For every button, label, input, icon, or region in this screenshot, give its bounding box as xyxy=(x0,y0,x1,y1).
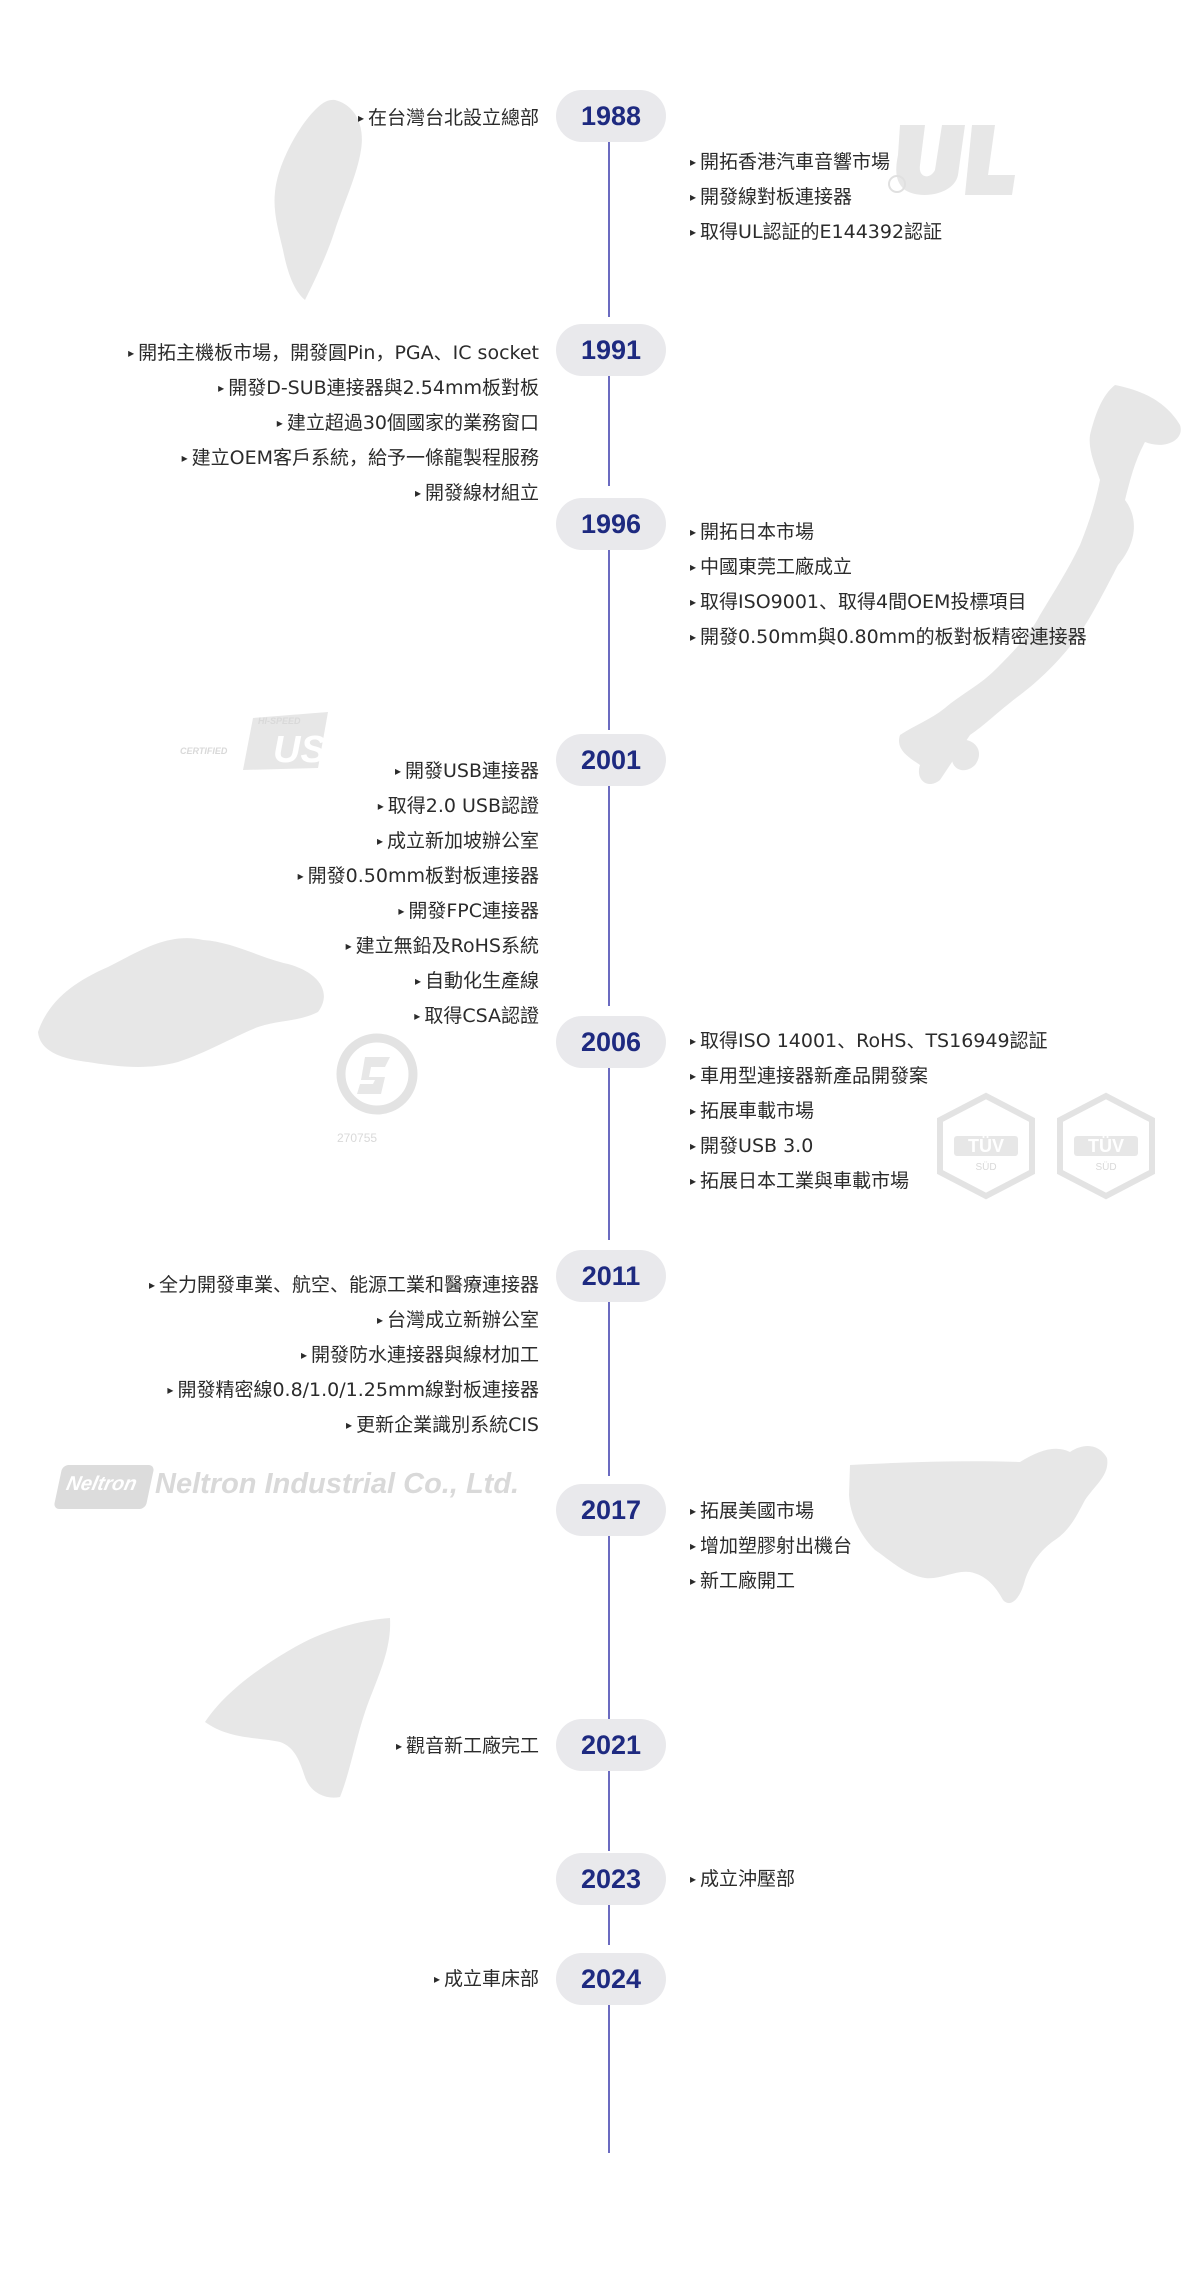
guanyin-map-image xyxy=(205,1618,391,1798)
timeline-axis-4 xyxy=(608,786,610,1006)
events-2021: 觀音新工廠完工 xyxy=(396,1729,539,1764)
event-item: 拓展美國市場 xyxy=(690,1494,852,1529)
event-item: 開發防水連接器與線材加工 xyxy=(149,1338,539,1373)
event-item: 車用型連接器新產品開發案 xyxy=(690,1059,1048,1094)
sud-text-2: SÜD xyxy=(1095,1161,1116,1173)
year-badge-2001: 2001 xyxy=(556,734,666,786)
japan-map-image xyxy=(899,385,1181,785)
usa-map-image xyxy=(849,1446,1108,1604)
timeline-axis-2 xyxy=(608,376,610,486)
events-1988-left: 在台灣台北設立總部 xyxy=(358,101,539,136)
year-badge-1996: 1996 xyxy=(556,498,666,550)
csa-code: 270755 xyxy=(337,1131,377,1145)
year-badge-2006: 2006 xyxy=(556,1016,666,1068)
event-item: 開發FPC連接器 xyxy=(298,894,539,929)
event-item: 開發USB連接器 xyxy=(298,754,539,789)
event-item: 開拓主機板市場，開發圓Pin，PGA、IC socket xyxy=(128,336,539,371)
year-badge-2023: 2023 xyxy=(556,1853,666,1905)
event-item: 建立無鉛及RoHS系統 xyxy=(298,929,539,964)
event-item: 成立沖壓部 xyxy=(690,1862,795,1897)
event-item: 開發線對板連接器 xyxy=(690,180,942,215)
event-item: 取得ISO 14001、RoHS、TS16949認証 xyxy=(690,1024,1048,1059)
events-2023: 成立沖壓部 xyxy=(690,1862,795,1897)
year-badge-2017: 2017 xyxy=(556,1484,666,1536)
timeline-axis-7 xyxy=(608,1536,610,1741)
event-item: 拓展日本工業與車載市場 xyxy=(690,1164,1048,1199)
event-item: 觀音新工廠完工 xyxy=(396,1729,539,1764)
event-item: 開發D-SUB連接器與2.54mm板對板 xyxy=(128,371,539,406)
timeline-axis-10 xyxy=(608,2005,610,2153)
events-2001: 開發USB連接器 取得2.0 USB認證 成立新加坡辦公室 開發0.50mm板對… xyxy=(298,754,539,1034)
event-item: 開發USB 3.0 xyxy=(690,1129,1048,1164)
year-badge-1988: 1988 xyxy=(556,90,666,142)
event-item: 建立超過30個國家的業務窗口 xyxy=(128,406,539,441)
events-2017: 拓展美國市場 增加塑膠射出機台 新工廠開工 xyxy=(690,1494,852,1599)
event-item: 取得2.0 USB認證 xyxy=(298,789,539,824)
events-1996: 開拓日本市場 中國東莞工廠成立 取得ISO9001、取得4間OEM投標項目 開發… xyxy=(690,515,1087,655)
timeline-axis-9 xyxy=(608,1905,610,1945)
singapore-map-image xyxy=(38,938,324,1067)
year-badge-2021: 2021 xyxy=(556,1719,666,1771)
event-item: 建立OEM客戶系統，給予一條龍製程服務 xyxy=(128,441,539,476)
event-item: 取得CSA認證 xyxy=(298,999,539,1034)
events-2011: 全力開發車業、航空、能源工業和醫療連接器 台灣成立新辦公室 開發防水連接器與線材… xyxy=(149,1268,539,1443)
events-2006: 取得ISO 14001、RoHS、TS16949認証 車用型連接器新產品開發案 … xyxy=(690,1024,1048,1199)
event-item: 拓展車載市場 xyxy=(690,1094,1048,1129)
event-item: 開拓香港汽車音響市場 xyxy=(690,145,942,180)
taiwan-map-image xyxy=(274,99,362,300)
usb-logo-top: HI-SPEED xyxy=(258,716,301,726)
events-2024: 成立車床部 xyxy=(434,1962,539,1997)
event-item: 開拓日本市場 xyxy=(690,515,1087,550)
event-item: 更新企業識別系統CIS xyxy=(149,1408,539,1443)
timeline-axis-3 xyxy=(608,550,610,730)
tuv-text-2: TÜV xyxy=(1088,1136,1124,1156)
year-badge-2024: 2024 xyxy=(556,1953,666,2005)
event-item: 成立車床部 xyxy=(434,1962,539,1997)
event-item: 全力開發車業、航空、能源工業和醫療連接器 xyxy=(149,1268,539,1303)
event-item: 台灣成立新辦公室 xyxy=(149,1303,539,1338)
event-item: 在台灣台北設立總部 xyxy=(358,101,539,136)
event-item: 取得UL認証的E144392認証 xyxy=(690,215,942,250)
neltron-badge: Neltron xyxy=(53,1465,155,1509)
event-item: 自動化生產線 xyxy=(298,964,539,999)
events-1988-right: 開拓香港汽車音響市場 開發線對板連接器 取得UL認証的E144392認証 xyxy=(690,145,942,250)
timeline-axis-5 xyxy=(608,1068,610,1240)
usb-logo-left: CERTIFIED xyxy=(180,746,228,756)
neltron-badge-text: Neltron xyxy=(64,1473,139,1495)
tuv-logo-image-2: TÜV SÜD xyxy=(1057,1092,1155,1200)
event-item: 開發0.50mm板對板連接器 xyxy=(298,859,539,894)
timeline-axis-6 xyxy=(608,1302,610,1476)
events-1991: 開拓主機板市場，開發圓Pin，PGA、IC socket 開發D-SUB連接器與… xyxy=(128,336,539,511)
event-item: 取得ISO9001、取得4間OEM投標項目 xyxy=(690,585,1087,620)
event-item: 增加塑膠射出機台 xyxy=(690,1529,852,1564)
timeline-axis-1 xyxy=(608,142,610,317)
event-item: 成立新加坡辦公室 xyxy=(298,824,539,859)
year-badge-1991: 1991 xyxy=(556,324,666,376)
event-item: 開發0.50mm與0.80mm的板對板精密連接器 xyxy=(690,620,1087,655)
event-item: 新工廠開工 xyxy=(690,1564,852,1599)
csa-logo-image: 270755 xyxy=(336,1033,418,1145)
neltron-company-name: Neltron Industrial Co., Ltd. xyxy=(155,1468,520,1500)
year-badge-2011: 2011 xyxy=(556,1250,666,1302)
event-item: 開發精密線0.8/1.0/1.25mm線對板連接器 xyxy=(149,1373,539,1408)
event-item: 開發線材組立 xyxy=(128,476,539,511)
event-item: 中國東莞工廠成立 xyxy=(690,550,1087,585)
timeline-axis-8 xyxy=(608,1771,610,1851)
